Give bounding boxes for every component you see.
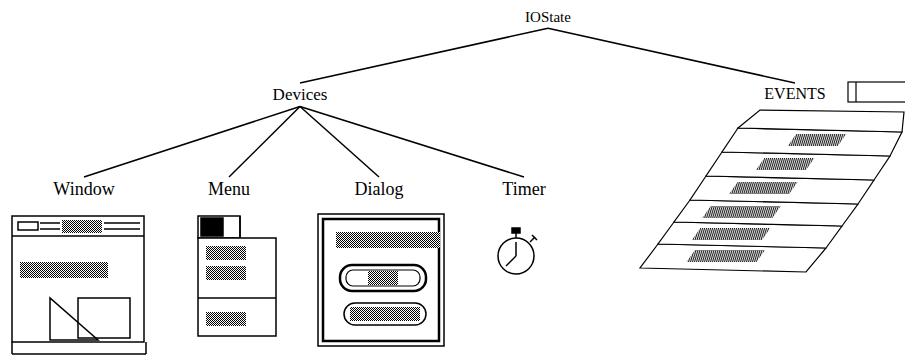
tree-label: Menu bbox=[205, 178, 253, 201]
tree-label: Timer bbox=[499, 178, 548, 201]
window-icon bbox=[12, 216, 146, 354]
tree-branch bbox=[548, 28, 795, 83]
tree-branch bbox=[300, 107, 524, 177]
node-text: Devices bbox=[273, 85, 328, 105]
node-text: Window bbox=[53, 179, 114, 200]
timer-icon bbox=[498, 228, 537, 274]
dialog-icon bbox=[318, 214, 444, 346]
tree-branch bbox=[300, 107, 379, 177]
tree-label: Window bbox=[50, 178, 117, 201]
node-text: IOState bbox=[525, 9, 571, 26]
tree-label: Devices bbox=[270, 84, 331, 106]
tree-branch bbox=[84, 107, 300, 177]
tree-label: Dialog bbox=[352, 178, 407, 201]
node-text: Menu bbox=[208, 179, 250, 200]
tree-branch bbox=[229, 107, 300, 177]
event-queue bbox=[640, 82, 905, 272]
tree-branch bbox=[300, 28, 548, 83]
tree-label: EVENTS bbox=[761, 84, 828, 104]
tree-label: IOState bbox=[522, 8, 574, 27]
menu-icon bbox=[198, 216, 276, 336]
node-text: Timer bbox=[502, 179, 545, 200]
node-text: EVENTS bbox=[764, 85, 825, 103]
node-text: Dialog bbox=[355, 179, 404, 200]
